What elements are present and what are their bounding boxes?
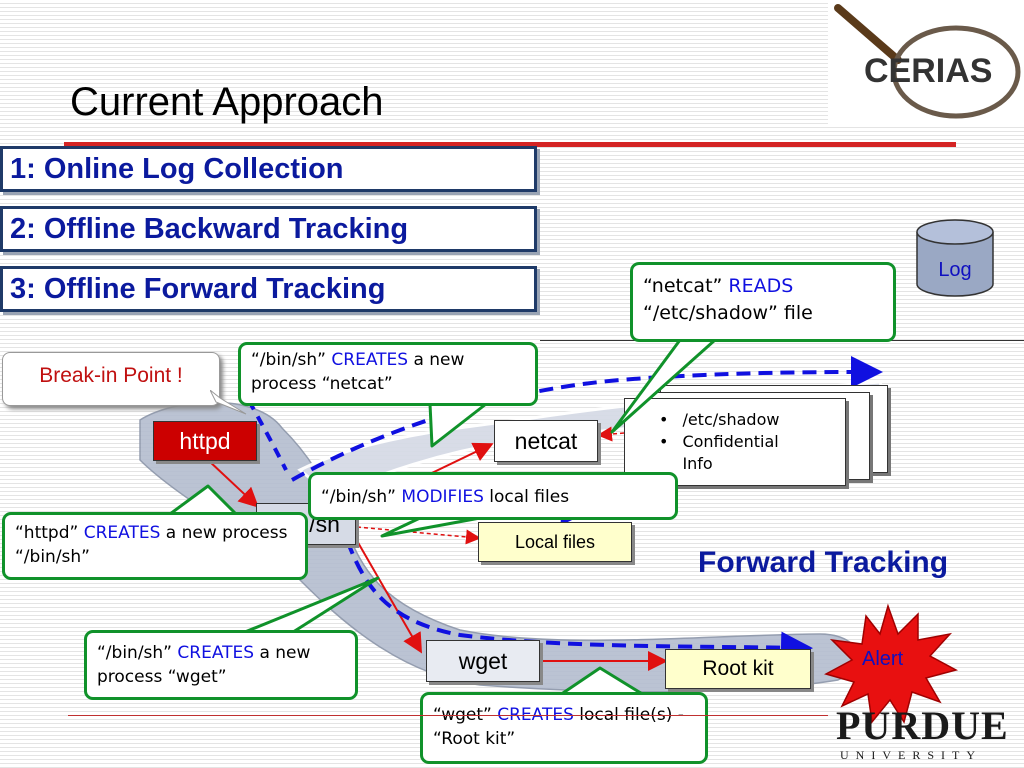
purdue-logo: PURDUE	[836, 703, 1009, 748]
log-cylinder-icon: Log	[916, 219, 994, 297]
callout-binsh-creates-wget: “/bin/sh” CREATES a new process “wget”	[84, 630, 358, 700]
bullet-icon: •	[659, 432, 669, 451]
node-root-kit: Root kit	[665, 649, 811, 689]
tail-wget-creates	[558, 666, 646, 697]
forward-track-lower	[338, 519, 813, 664]
tail-netcat-reads	[610, 338, 717, 434]
tail-httpd-creates	[168, 484, 238, 516]
arrow-httpd-binsh	[207, 459, 259, 508]
doc-item-etc-shadow: • /etc/shadow	[659, 410, 780, 429]
title-underline	[64, 142, 956, 147]
log-label: Log	[938, 259, 971, 281]
alert-label: Alert	[862, 648, 904, 670]
backward-track	[238, 384, 288, 471]
magnifier-ring	[891, 25, 1021, 119]
break-in-pointer	[210, 390, 247, 415]
forward-track-upper	[291, 356, 883, 482]
page-title: Current Approach	[70, 80, 384, 124]
logo-text: CERIAS	[864, 52, 992, 90]
purdue-subtitle: UNIVERSITY	[840, 748, 982, 762]
node-netcat: netcat	[494, 420, 598, 462]
step-offline-backward-tracking: 2: Offline Backward Tracking	[0, 206, 537, 252]
doc-item-confidential-info: • Confidential Info	[659, 432, 779, 473]
step-online-log-collection: 1: Online Log Collection	[0, 146, 537, 192]
cerias-logo: CERIAS	[834, 4, 1021, 119]
node-local-files: Local files	[478, 522, 632, 562]
node-httpd: httpd	[153, 421, 257, 461]
tail-binsh-modifies	[380, 516, 482, 538]
tail-binsh-creates-netcat	[428, 402, 488, 448]
callout-httpd-creates: “httpd” CREATES a new process “/bin/sh”	[2, 512, 308, 580]
callout-binsh-modifies: “/bin/sh” MODIFIES local files	[308, 472, 678, 520]
forward-tracking-label: Forward Tracking	[698, 546, 949, 579]
tail-binsh-creates-wget	[238, 576, 380, 636]
break-in-point-label: Break-in Point !	[2, 352, 220, 406]
arrow-binsh-wget	[344, 519, 422, 654]
callout-netcat-reads: “netcat” READS “/etc/shadow” file	[630, 262, 896, 342]
magnifier-handle	[834, 4, 902, 64]
doc-front: • /etc/shadow • Confidential Info	[624, 398, 846, 486]
logo-area	[828, 0, 1024, 124]
callout-wget-creates: “wget” CREATES local file(s) - “Root kit…	[420, 692, 708, 764]
step-offline-forward-tracking: 3: Offline Forward Tracking	[0, 266, 537, 312]
dashed-arrow-binsh-localfiles	[356, 526, 481, 545]
alert-burst-icon	[824, 603, 959, 724]
callout-binsh-creates-netcat: “/bin/sh” CREATES a new process “netcat”	[238, 342, 538, 406]
bullet-icon: •	[659, 410, 669, 429]
footer-line	[68, 715, 828, 716]
node-wget: wget	[426, 640, 540, 682]
